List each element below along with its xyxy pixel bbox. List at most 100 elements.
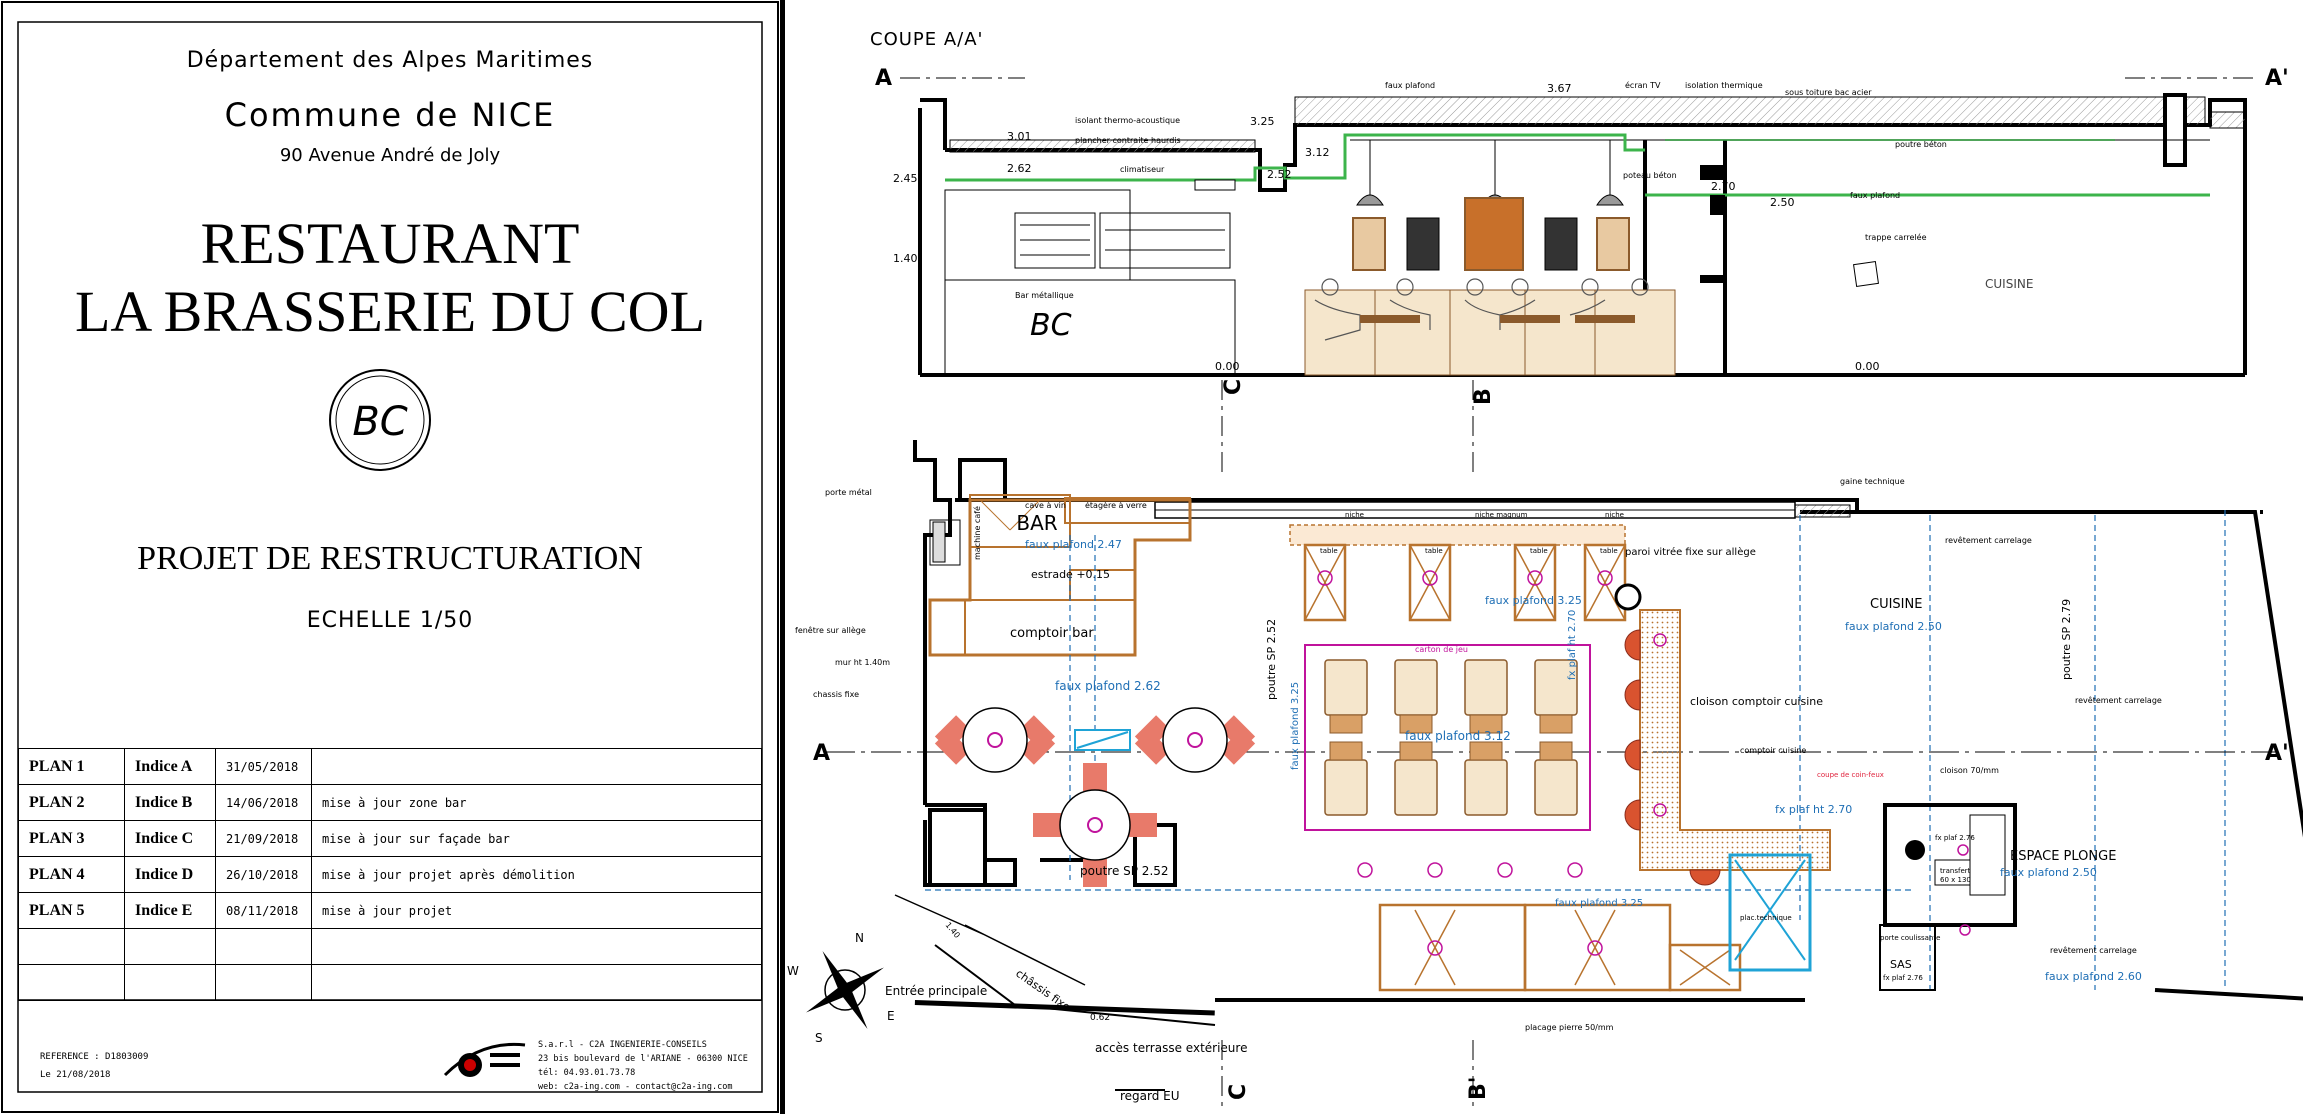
svg-text:poutre SP 2.79: poutre SP 2.79 [2060,599,2073,680]
entrance: Entrée principale châssis fixe 1.40 0.62… [885,894,1247,1103]
plan-annotations: porte métal fenêtre sur allège mur ht 1.… [795,477,2162,1032]
svg-text:poutre SP 2.52: poutre SP 2.52 [1080,864,1169,878]
section-annotations: isolant thermo-acoustique plancher contr… [1075,80,1947,242]
project-title: PROJET DE RESTRUCTURATION [137,540,643,577]
revision-object [311,964,762,1001]
title-block: Département des Alpes Maritimes Commune … [0,0,780,1114]
revision-date: 08/11/2018 [215,892,312,929]
revision-plan: PLAN 4 [18,856,125,893]
svg-text:trappe carrelée: trappe carrelée [1865,232,1927,242]
bar-area: BAR faux plafond 2.47 estrade +0.15 comp… [928,494,1192,657]
salle-fp: faux plafond 2.62 [1055,679,1161,693]
logo-letters: BC [352,399,407,445]
kitchen-rooms: CUISINE faux plafond 2.50 transfert 60 x… [1845,597,2142,983]
svg-text:faux plafond 2.50: faux plafond 2.50 [1845,620,1942,633]
revision-object: mise à jour zone bar [311,784,762,821]
center-fp: faux plafond 3.12 [1405,729,1511,743]
section-title: COUPE A/A' [870,29,984,50]
technical-room: plac.technique SAS fx plaf 2.76 [1728,853,1936,991]
section-view: COUPE A/A' A A' Bar métallique BC climat… [870,29,2289,377]
address-text: 90 Avenue André de Joly [279,145,501,166]
revision-indice [124,928,216,965]
revision-plan: PLAN 2 [18,784,125,821]
section-banquettes [1304,278,1676,376]
svg-text:isolation thermique: isolation thermique [1685,81,1763,90]
revision-plan: PLAN 3 [18,820,125,857]
bar-label: BAR [1016,511,1057,535]
svg-text:3.12: 3.12 [1305,146,1330,159]
svg-text:2.52: 2.52 [1267,168,1292,181]
svg-text:0.62: 0.62 [1090,1013,1110,1023]
svg-text:plac.technique: plac.technique [1740,914,1792,922]
climatiseur-label: climatiseur [1120,165,1165,174]
svg-text:étagère à verre: étagère à verre [1085,500,1147,510]
revision-indice: Indice C [124,820,216,857]
svg-text:comptoir cuisine: comptoir cuisine [1740,746,1806,755]
revision-object [311,928,762,965]
section-mark-a: A [875,66,892,91]
svg-text:A': A' [2265,741,2289,766]
revision-row [18,928,762,965]
svg-text:revêtement carrelage: revêtement carrelage [2050,945,2137,955]
office-line2: 23 bis boulevard de l'ARIANE - 06300 NIC… [538,1054,748,1064]
svg-text:faux plafond 3.25: faux plafond 3.25 [1290,682,1301,770]
svg-text:isolant thermo-acoustique: isolant thermo-acoustique [1075,116,1180,125]
svg-text:faux plafond 3.25: faux plafond 3.25 [1485,594,1582,607]
revision-indice [124,964,216,1001]
revision-date: 31/05/2018 [215,748,312,785]
round-tables [934,707,1256,887]
plonge-label: ESPACE PLONGE [2010,849,2116,864]
svg-text:0.00: 0.00 [1215,360,1240,373]
revision-date: 21/09/2018 [215,820,312,857]
svg-text:revêtement carrelage: revêtement carrelage [2075,695,2162,705]
svg-text:paroi vitrée fixe sur allège: paroi vitrée fixe sur allège [1625,546,1756,558]
section-marks: A A' C C' B B' [813,372,2289,1100]
revision-indice: Indice D [124,856,216,893]
bar-fp: faux plafond 2.47 [1025,538,1122,551]
svg-text:niche magnum: niche magnum [1475,511,1528,519]
revision-date: 14/06/2018 [215,784,312,821]
svg-text:2.70: 2.70 [1711,180,1736,193]
svg-text:cloison comptoir cuisine: cloison comptoir cuisine [1690,695,1823,708]
revision-row [18,964,762,1001]
svg-text:cave à vin: cave à vin [1025,501,1066,510]
date-text: Le 21/08/2018 [40,1070,111,1080]
banquette-bottom: faux plafond 3.25 [1378,898,1742,992]
revision-plan: PLAN 1 [18,748,125,785]
svg-text:table: table [1530,547,1548,555]
svg-text:60 x 130: 60 x 130 [1940,876,1971,884]
svg-text:porte coulissante: porte coulissante [1880,934,1940,942]
svg-text:2.62: 2.62 [1007,162,1032,175]
central-tables: faux plafond 3.12 carton de jeu [1304,644,1591,878]
revision-indice: Indice B [124,784,216,821]
kitchen-counter: fx plaf ht 2.70 fx plaf ht 2.70 cloison … [1567,546,1884,886]
svg-text:machine café: machine café [972,506,982,560]
commune-text: Commune de NICE [224,96,556,134]
svg-text:table: table [1425,547,1443,555]
svg-text:W: W [787,964,799,978]
revision-object: mise à jour sur façade bar [311,820,762,857]
section-mark-a2: A' [2265,66,2289,91]
floor-plan: BAR faux plafond 2.47 estrade +0.15 comp… [787,372,2303,1110]
title-line2: LA BRASSERIE DU COL [74,279,705,344]
office-line1: S.a.r.l - C2A INGENIERIE-CONSEILS [538,1040,707,1050]
svg-text:regard EU: regard EU [1120,1089,1180,1103]
svg-text:plancher contraite haurdis: plancher contraite haurdis [1075,136,1181,145]
revision-plan: PLAN 5 [18,892,125,929]
revision-date [215,964,312,1001]
svg-text:C': C' [1221,372,1246,395]
compass-rose-icon: N S E W [787,931,895,1045]
svg-text:table: table [1320,547,1338,555]
revision-plan [18,928,125,965]
svg-text:fx plaf ht 2.70: fx plaf ht 2.70 [1775,803,1852,816]
department-text: Département des Alpes Maritimes [186,48,594,73]
svg-text:placage pierre 50/mm: placage pierre 50/mm [1525,1023,1614,1032]
reference-text: REFERENCE : D1803009 [40,1052,149,1062]
sheet-divider [780,0,785,1114]
svg-text:niche: niche [1605,511,1624,519]
section-decor [1352,140,1630,271]
